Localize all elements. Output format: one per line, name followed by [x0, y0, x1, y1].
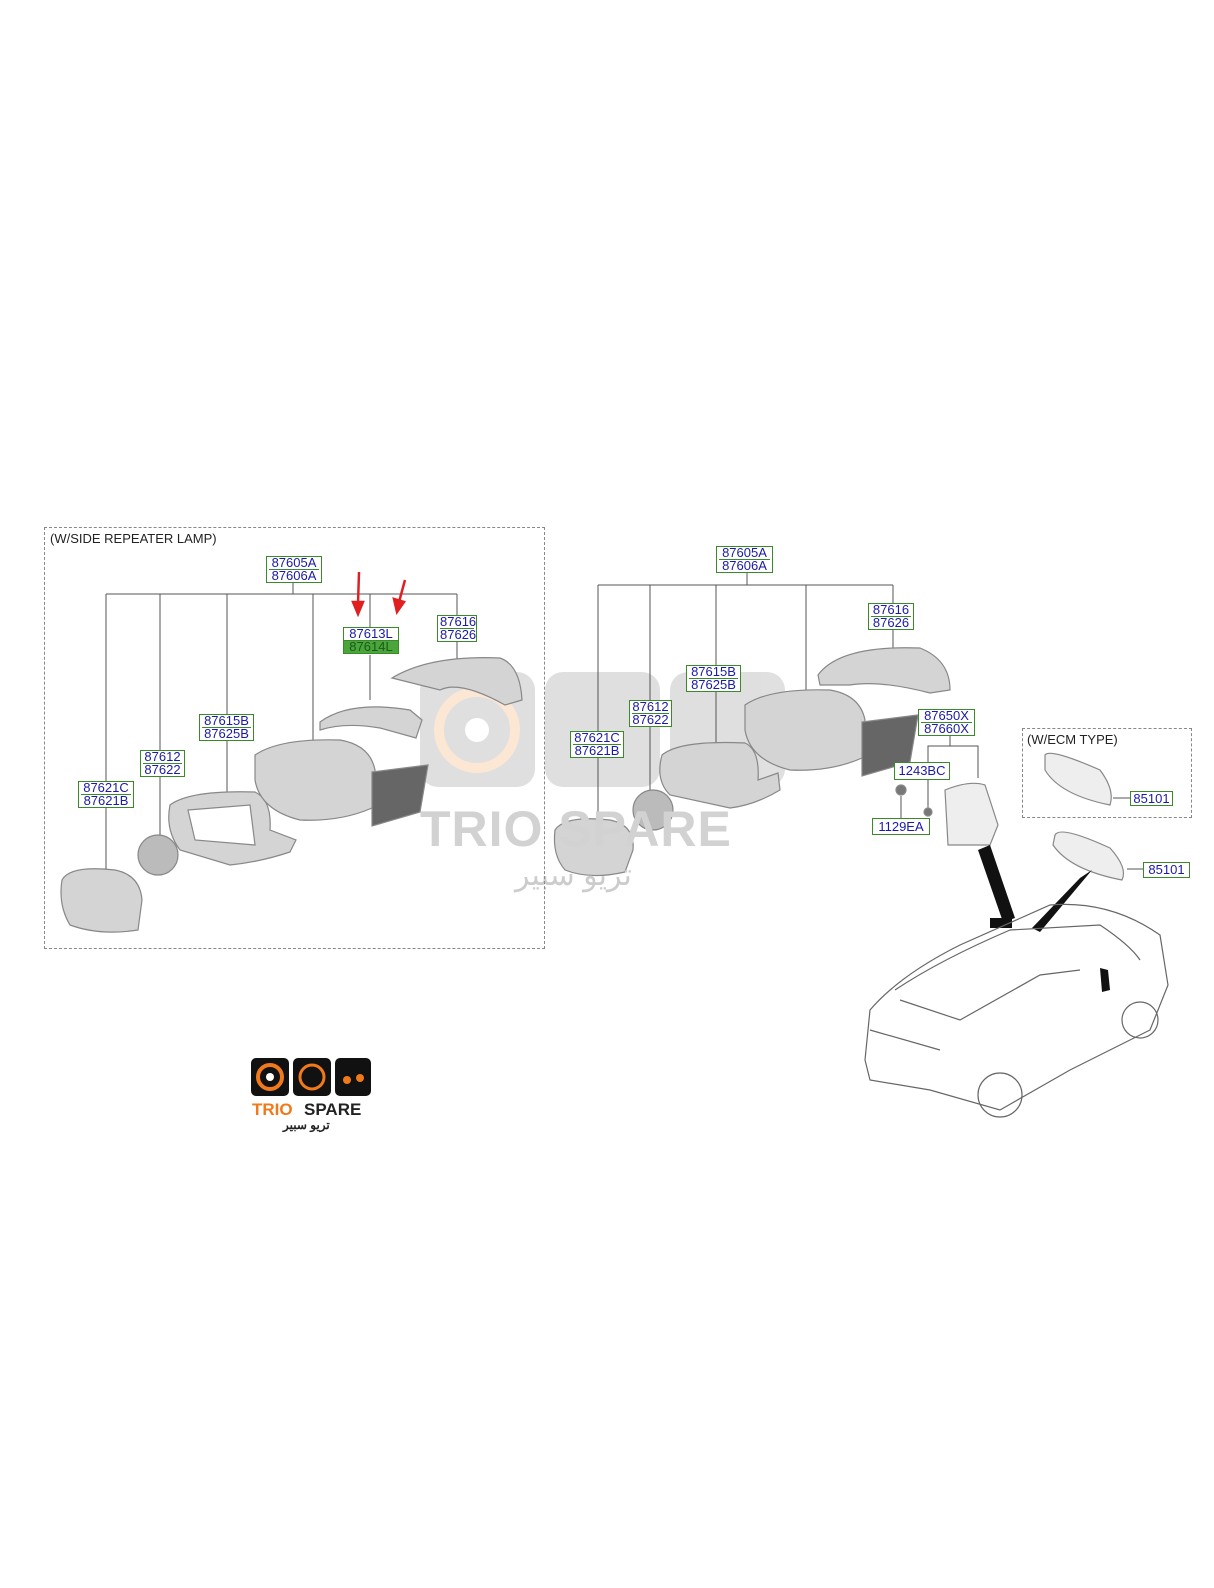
- part-label-screw[interactable]: 1243BC: [894, 762, 950, 780]
- part-number: 87660X: [921, 722, 972, 735]
- part-number: 87605A: [722, 545, 767, 560]
- watermark-arabic: تريو سبير: [515, 859, 632, 892]
- part-number: 85101: [1148, 862, 1185, 877]
- part-number: 87612: [144, 749, 181, 764]
- vehicle-illustration: [864, 903, 1169, 1118]
- part-number: 87625B: [689, 678, 738, 691]
- part-label-room-mirror[interactable]: 85101: [1143, 862, 1190, 878]
- side-repeater-lamp: [319, 706, 423, 739]
- logo-arabic: تريو سبير: [283, 1118, 330, 1132]
- part-number: 87621C: [83, 780, 129, 795]
- part-number: 87650X: [924, 708, 969, 723]
- part-number: 87621B: [573, 743, 621, 758]
- ecm-type-group: [1022, 728, 1192, 818]
- room-mirror-ecm: [1044, 752, 1112, 806]
- part-number: 87626: [440, 627, 477, 642]
- part-number: 87615B: [204, 713, 249, 728]
- part-number: 85101: [1133, 791, 1170, 806]
- screw: [923, 807, 933, 817]
- part-number: 87615B: [691, 664, 736, 679]
- watermark-text: TRIO SPARE: [420, 801, 732, 857]
- scalp-cover-right: [817, 647, 951, 694]
- part-number: 87613L: [349, 626, 393, 641]
- group-caption: (W/ECM TYPE): [1027, 732, 1118, 747]
- part-number: 87616: [872, 602, 910, 617]
- part-number: 87622: [143, 762, 182, 777]
- part-number: 87605A: [271, 555, 317, 570]
- part-number: 87626: [871, 615, 911, 630]
- side-repeater-lamp-group: [44, 527, 545, 949]
- part-number: 1243BC: [898, 763, 946, 778]
- part-number: 1129EA: [878, 819, 924, 834]
- actuator: [137, 834, 179, 876]
- part-number: 87612: [632, 699, 669, 714]
- logo-brand-left: TRIO: [252, 1100, 293, 1119]
- part-number: 87625B: [202, 727, 251, 740]
- part-number: 87621C: [574, 730, 620, 745]
- room-mirror: [1052, 831, 1125, 881]
- mirror-housing-right: [744, 689, 866, 771]
- part-number: 87606A: [719, 559, 770, 572]
- mirror-base-cover: [944, 782, 999, 846]
- logo-brand-right: SPARE: [304, 1100, 362, 1119]
- group-caption: (W/SIDE REPEATER LAMP): [50, 531, 217, 546]
- screw: [895, 784, 907, 796]
- part-number: 87616: [440, 614, 477, 629]
- part-label-screw[interactable]: 1129EA: [872, 818, 930, 835]
- mirror-bezel-right: [659, 741, 781, 809]
- scalp-cover: [390, 657, 523, 706]
- mirror-glass-right: [553, 818, 634, 877]
- part-number: 87622: [632, 712, 669, 727]
- mirror-glass: [60, 868, 143, 933]
- part-number: 87606A: [269, 569, 319, 582]
- mirror-bezel: [168, 791, 297, 866]
- part-label-ecm-mirror[interactable]: 85101: [1130, 791, 1173, 806]
- red-arrows: [351, 571, 407, 618]
- part-number-highlighted: 87614L: [344, 640, 398, 653]
- logo-icons: [251, 1058, 371, 1096]
- part-number: 87621B: [81, 794, 131, 807]
- actuator-right: [632, 789, 674, 831]
- pointer-wedges: [978, 845, 1110, 992]
- mirror-actuator-plate: [371, 764, 429, 827]
